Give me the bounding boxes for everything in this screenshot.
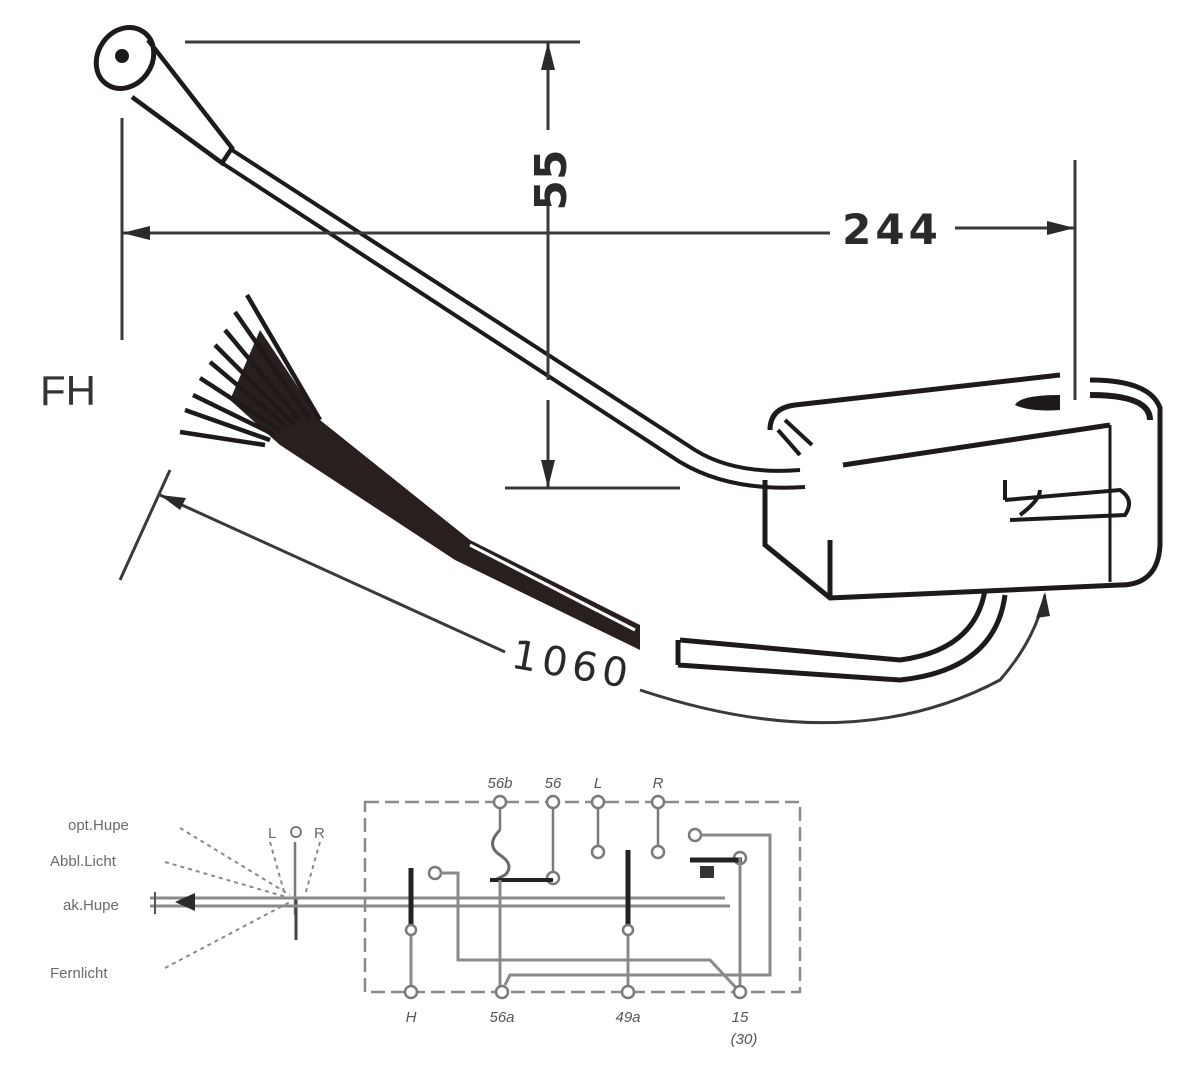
terminal-15 [732,984,748,1000]
terminal-56 [545,794,561,810]
terminal-label-56a: 56a [489,1009,514,1026]
dimension-height-label: 55 [526,149,577,210]
terminal-label-L: L [594,775,602,792]
terminal-label-49a: 49a [615,1009,640,1026]
terminal-L [590,794,606,810]
dimension-width-label: 244 [842,205,942,254]
dimension-arrowheads [122,42,1075,618]
schematic-housing-outline [363,800,802,994]
label-opt-hupe: opt.Hupe [68,817,129,834]
terminal-R [650,794,666,810]
lever-rod [230,148,801,473]
lever-grip [130,38,235,167]
terminal-56a [494,984,510,1000]
terminal-label-H: H [406,1009,417,1026]
horn-arrow-icon [175,893,195,911]
terminal-label-30-note: (30) [731,1031,758,1048]
terminal-H [403,984,419,1000]
cable-bundle [179,293,640,650]
housing-mount-hole [1015,395,1060,411]
stalk-lever [93,25,806,490]
wiring-schematic: opt.Hupe Abbl.Licht ak.Hupe Fernlicht L … [50,775,802,1048]
label-fernlicht: Fernlicht [50,965,108,982]
label-ak-hupe: ak.Hupe [63,897,119,914]
terminal-label-R: R [653,775,664,792]
lever-knob-emblem-icon [115,49,129,63]
lever-pos-right: R [314,825,325,842]
terminal-label-15: 15 [732,1009,749,1026]
terminal-49a [620,984,636,1000]
terminal-label-56: 56 [545,775,562,792]
switch-housing [675,372,1163,683]
terminal-label-56b: 56b [487,775,512,792]
cable-exit [677,589,1008,683]
dimmer-coil [491,828,511,882]
dimension-cable-length-label: 1060 [508,632,636,698]
terminal-56b [492,794,508,810]
lever-pos-left: L [268,825,276,842]
wire-strands [179,293,322,448]
label-abbl-licht: Abbl.Licht [50,853,117,870]
model-label: FH [40,367,96,414]
housing-side-slot [1003,480,1131,522]
